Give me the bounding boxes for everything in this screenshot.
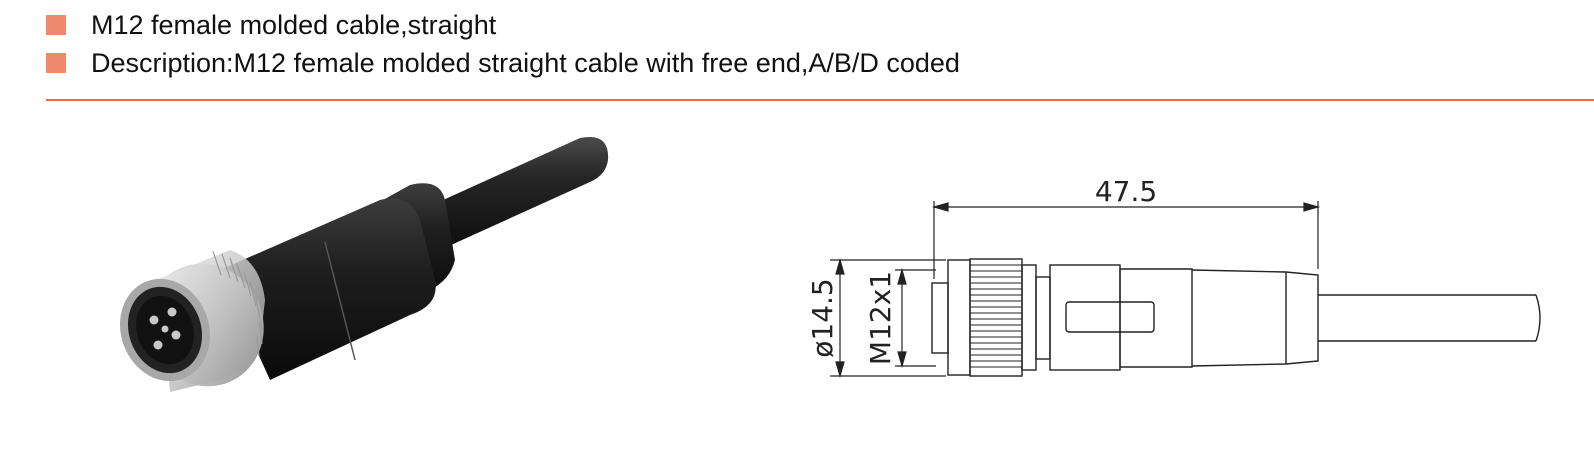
length-dimension xyxy=(931,201,1321,279)
diameter-dimension xyxy=(830,257,946,379)
knurl-pattern xyxy=(970,264,1022,368)
header-divider xyxy=(46,99,1594,101)
dimension-drawing: 47.5 ø14.5 M12x1 xyxy=(806,175,1541,379)
connector-3d-render xyxy=(119,136,609,392)
bullet-square-icon xyxy=(46,53,66,73)
diameter-label: ø14.5 xyxy=(806,278,839,357)
bullet-square-icon xyxy=(46,15,66,35)
length-label: 47.5 xyxy=(1095,175,1157,208)
drawing-outline xyxy=(931,258,1541,377)
product-title: M12 female molded cable,straight xyxy=(91,9,497,40)
bullet-row-description: Description:M12 female molded straight c… xyxy=(46,48,960,78)
product-description: Description:M12 female molded straight c… xyxy=(91,47,960,78)
bullet-row-title: M12 female molded cable,straight xyxy=(46,10,496,40)
thread-label: M12x1 xyxy=(864,271,897,365)
connector-photo xyxy=(119,136,609,392)
thread-dimension xyxy=(895,267,936,369)
